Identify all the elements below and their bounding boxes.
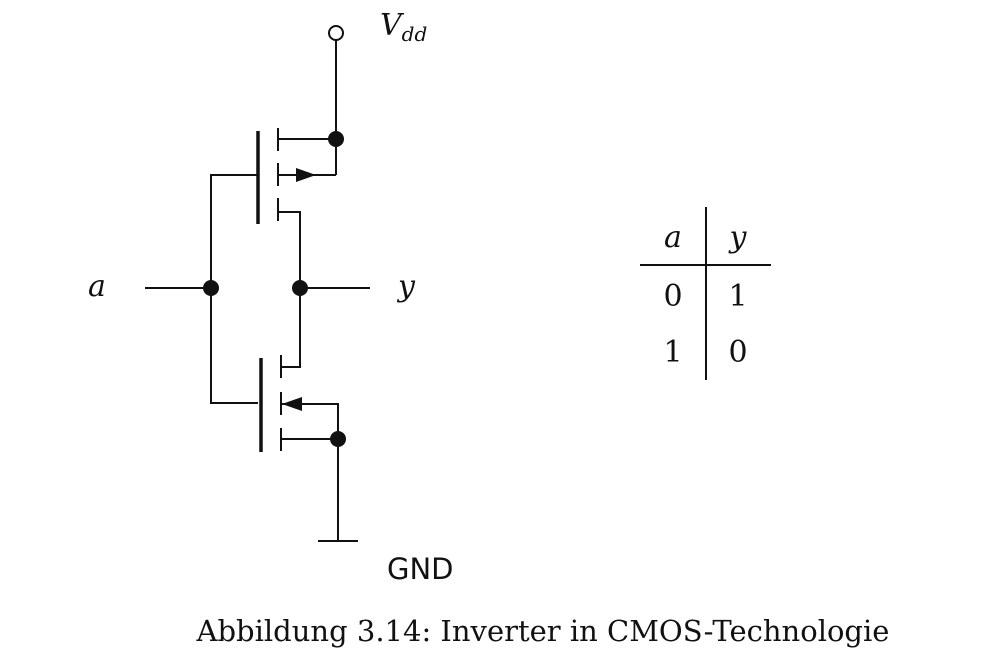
pmos-arrow — [296, 168, 316, 182]
nmos-transistor — [259, 288, 346, 452]
pmos-gate-wire — [210, 174, 258, 288]
truth-table: a y 0 1 1 0 — [640, 207, 771, 380]
truth-table-cell: 0 — [728, 335, 747, 370]
vdd-label: Vdd — [380, 8, 427, 46]
truth-table-cell: 1 — [663, 335, 682, 370]
nmos-drain-wire — [281, 288, 301, 368]
figure-caption: Abbildung 3.14: Inverter in CMOS-Technol… — [196, 614, 890, 648]
nmos-body-wire — [281, 403, 339, 439]
vdd-terminal — [328, 25, 344, 41]
nmos-gate-wire — [210, 288, 258, 404]
truth-table-cell: 1 — [728, 279, 747, 314]
pmos-drain-wire — [278, 211, 301, 288]
circuit-schematic: Vdd a y — [88, 8, 454, 586]
pmos-source-node — [328, 131, 344, 147]
pmos-transistor — [256, 128, 344, 288]
nmos-arrow — [282, 397, 302, 411]
truth-table-cell: 0 — [663, 279, 682, 314]
truth-table-header-a: a — [664, 220, 682, 255]
truth-table-header-y: y — [728, 220, 748, 255]
input-label-a: a — [88, 269, 106, 304]
output-label-y: y — [396, 269, 416, 304]
ground-label: GND — [387, 552, 454, 586]
input-node — [203, 280, 219, 296]
